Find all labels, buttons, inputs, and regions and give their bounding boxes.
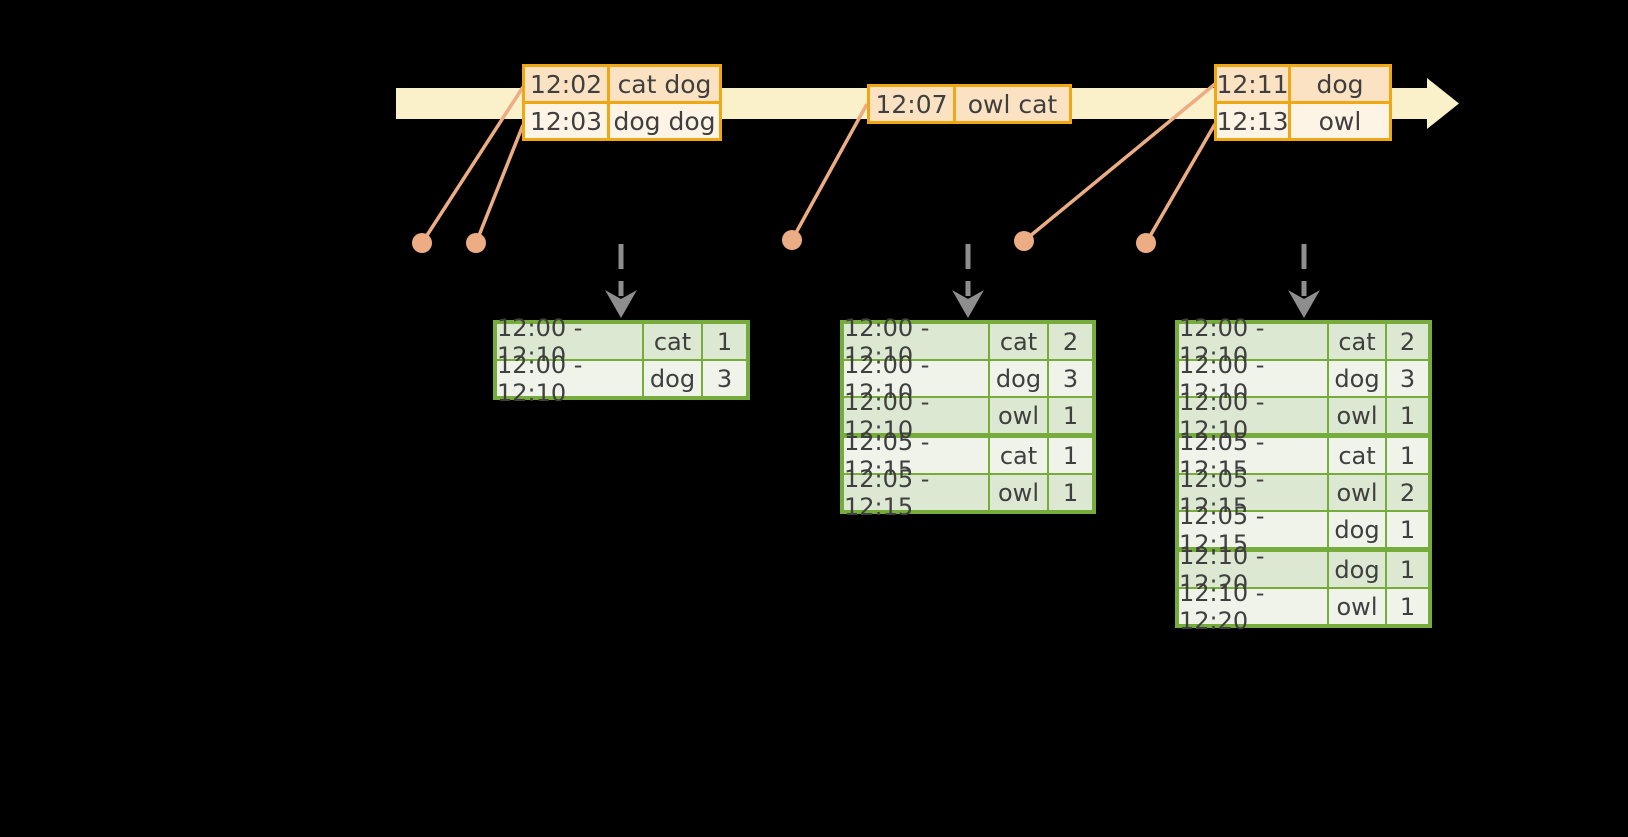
result-word-cell: owl <box>990 398 1047 433</box>
result-row: 12:00 - 12:10 cat 2 <box>844 314 1092 370</box>
timeline-arrowhead-icon <box>1427 78 1459 129</box>
event-words-cell: dog <box>1291 67 1389 101</box>
event-row: 12:03 dog dog <box>525 104 719 138</box>
result-row: 12:05 - 12:15 owl 2 <box>1179 465 1428 521</box>
result-row: 12:05 - 12:15 cat 1 <box>844 428 1092 484</box>
result-table-3: 12:00 - 12:10 cat 2 12:00 - 12:10 dog 3 … <box>1175 314 1432 635</box>
result-word-cell: dog <box>1329 552 1385 587</box>
result-window-cell: 12:00 - 12:10 <box>1179 314 1327 370</box>
result-word-cell: owl <box>1329 398 1385 433</box>
result-window-cell: 12:05 - 12:15 <box>1179 465 1327 521</box>
result-count-cell: 2 <box>1387 475 1428 510</box>
result-count-cell: 1 <box>1387 398 1428 433</box>
event-time-cell: 12:07 <box>870 87 953 121</box>
result-count-cell: 1 <box>703 324 746 359</box>
result-table-2: 12:00 - 12:10 cat 2 12:00 - 12:10 dog 3 … <box>840 314 1096 521</box>
result-word-cell: cat <box>990 324 1047 359</box>
result-count-cell: 2 <box>1049 324 1092 359</box>
result-count-cell: 1 <box>1387 552 1428 587</box>
result-row: 12:00 - 12:10 owl 1 <box>844 388 1092 444</box>
event-table-1: 12:02 cat dog 12:03 dog dog <box>522 64 722 141</box>
event-row: 12:11 dog <box>1216 67 1389 101</box>
event-dot <box>1014 231 1034 251</box>
result-window-cell: 12:10 - 12:20 <box>1179 579 1327 635</box>
result-row: 12:00 - 12:10 dog 3 <box>844 351 1092 407</box>
result-window-cell: 12:00 - 12:10 <box>844 314 988 370</box>
result-word-cell: owl <box>990 475 1047 510</box>
result-window-cell: 12:00 - 12:10 <box>844 351 988 407</box>
result-word-cell: dog <box>644 361 701 396</box>
event-words-cell: cat dog <box>610 67 719 101</box>
result-count-cell: 1 <box>1049 475 1092 510</box>
result-table-1: 12:00 - 12:10 cat 1 12:00 - 12:10 dog 3 <box>493 314 750 407</box>
result-word-cell: cat <box>1329 324 1385 359</box>
result-count-cell: 1 <box>1387 512 1428 547</box>
event-time-cell: 12:11 <box>1216 67 1289 101</box>
event-time-cell: 12:03 <box>525 104 607 138</box>
result-row: 12:10 - 12:20 owl 1 <box>1179 579 1428 635</box>
result-row: 12:00 - 12:10 cat 2 <box>1179 314 1428 370</box>
event-line <box>420 86 525 244</box>
result-count-cell: 1 <box>1049 438 1092 473</box>
trigger-arrow-head-icon <box>1288 290 1320 318</box>
result-window-cell: 12:10 - 12:20 <box>1179 542 1327 598</box>
result-count-cell: 3 <box>1387 361 1428 396</box>
event-line <box>474 124 525 244</box>
event-row: 12:13 owl <box>1216 104 1389 138</box>
event-words-cell: owl <box>1291 104 1389 138</box>
result-word-cell: owl <box>1329 589 1385 624</box>
event-line <box>790 103 869 241</box>
event-time-cell: 12:02 <box>525 67 607 101</box>
event-table-2: 12:07 owl cat <box>867 84 1072 124</box>
event-row: 12:07 owl cat <box>870 87 1069 121</box>
event-words-cell: owl cat <box>956 87 1069 121</box>
result-row: 12:05 - 12:15 owl 1 <box>844 465 1092 521</box>
event-table-3: 12:11 dog 12:13 owl <box>1214 64 1392 141</box>
event-dot <box>1136 233 1156 253</box>
result-row: 12:00 - 12:10 dog 3 <box>497 351 746 407</box>
result-word-cell: cat <box>1329 438 1385 473</box>
result-count-cell: 3 <box>1049 361 1092 396</box>
result-window-cell: 12:00 - 12:10 <box>1179 388 1327 444</box>
event-dot <box>412 233 432 253</box>
result-row: 12:00 - 12:10 owl 1 <box>1179 388 1428 444</box>
event-row: 12:02 cat dog <box>525 67 719 101</box>
event-dot <box>466 233 486 253</box>
result-word-cell: cat <box>644 324 701 359</box>
event-time-cell: 12:13 <box>1216 104 1289 138</box>
result-count-cell: 3 <box>703 361 746 396</box>
result-count-cell: 2 <box>1387 324 1428 359</box>
result-window-cell: 12:05 - 12:15 <box>844 465 988 521</box>
result-word-cell: dog <box>1329 361 1385 396</box>
trigger-arrow-head-icon <box>952 290 984 318</box>
result-row: 12:10 - 12:20 dog 1 <box>1179 542 1428 598</box>
event-line <box>1144 123 1217 244</box>
result-window-cell: 12:00 - 12:10 <box>844 388 988 444</box>
event-line <box>1022 82 1217 243</box>
result-count-cell: 1 <box>1049 398 1092 433</box>
event-words-cell: dog dog <box>610 104 719 138</box>
result-window-cell: 12:00 - 12:10 <box>497 351 642 407</box>
result-count-cell: 1 <box>1387 589 1428 624</box>
event-dot <box>782 230 802 250</box>
result-word-cell: owl <box>1329 475 1385 510</box>
result-word-cell: cat <box>990 438 1047 473</box>
result-word-cell: dog <box>990 361 1047 396</box>
trigger-arrow-head-icon <box>605 290 637 318</box>
result-count-cell: 1 <box>1387 438 1428 473</box>
result-word-cell: dog <box>1329 512 1385 547</box>
